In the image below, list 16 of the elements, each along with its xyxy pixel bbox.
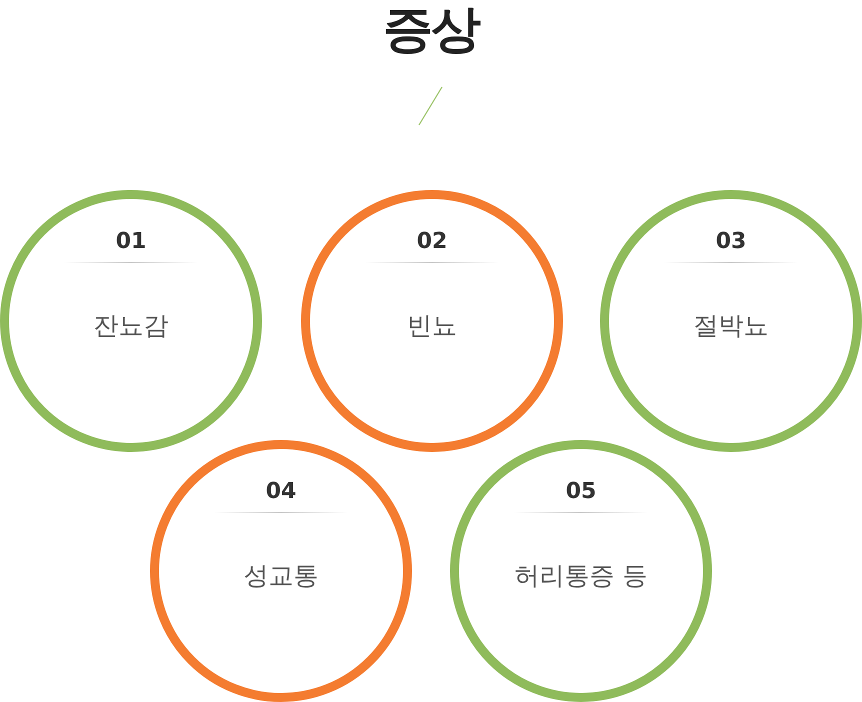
title: 증상 [383, 0, 479, 58]
number-label: 01 [116, 229, 146, 254]
symptom-label: 허리통증 등 [514, 561, 648, 590]
symptom-circle [301, 190, 563, 452]
number-label: 04 [266, 479, 296, 504]
symptom-label: 절박뇨 [694, 311, 768, 340]
number-label: 03 [716, 229, 746, 254]
symptom-circle [150, 440, 412, 702]
symptom-label: 빈뇨 [407, 311, 457, 340]
symptom-label: 성교통 [244, 561, 318, 590]
symptom-circle [0, 190, 262, 452]
symptom-label: 잔뇨감 [94, 311, 168, 340]
number-label: 05 [566, 479, 596, 504]
number-label: 02 [416, 229, 448, 254]
symptom-circle [600, 190, 862, 452]
symptom-circle [450, 440, 712, 702]
